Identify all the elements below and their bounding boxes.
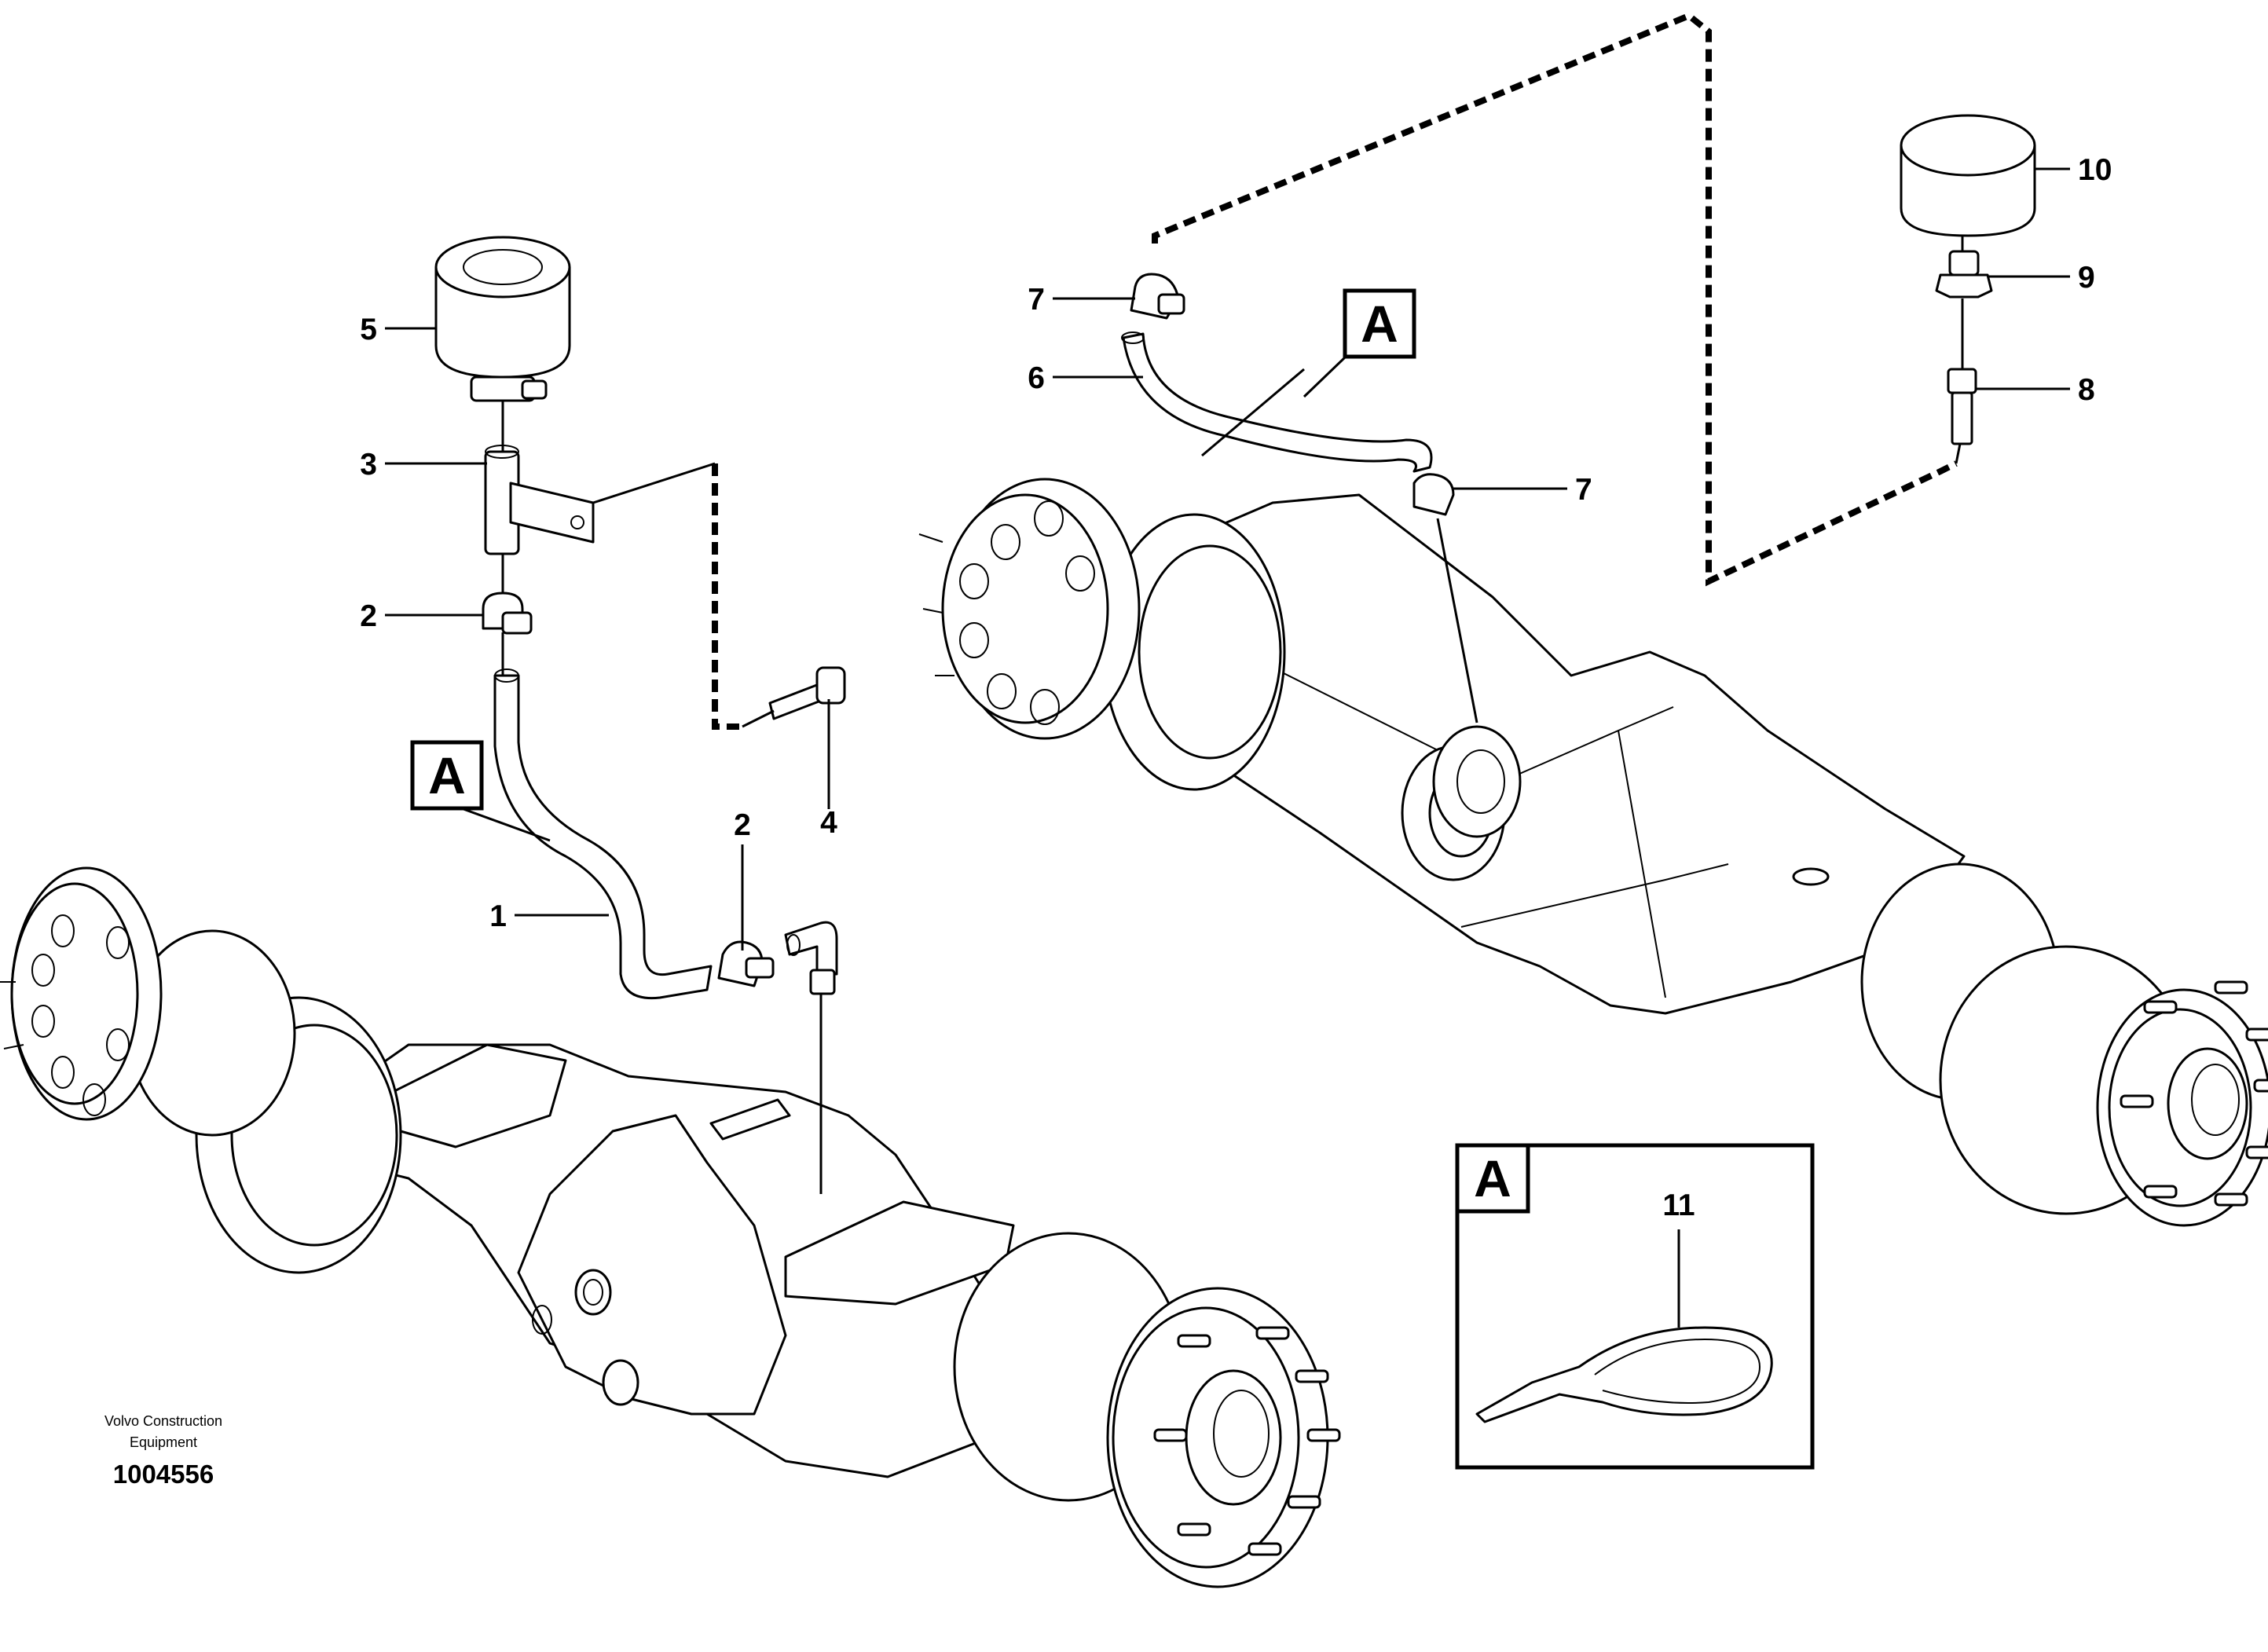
hose-clamp-lower	[717, 940, 775, 987]
brand-line-2: Equipment	[130, 1434, 197, 1450]
breather-tee-fitting	[484, 445, 595, 555]
rear-axle-right-hub	[1860, 863, 2268, 1227]
dashed-link-left	[592, 462, 775, 730]
hose-clamp-right-lower	[1412, 473, 1455, 516]
front-axle-right-hub	[953, 1232, 1341, 1588]
breather-filter-left	[434, 236, 571, 402]
callout-5: 5	[360, 313, 377, 346]
callout-8: 8	[2078, 373, 2095, 407]
dashed-link-right	[819, 12, 1964, 1194]
callout-9: 9	[2078, 261, 2095, 295]
callout-1: 1	[489, 899, 507, 933]
callout-11: 11	[1662, 1189, 1695, 1222]
rear-axle-pinion-flange	[1401, 725, 1522, 881]
callout-leaders	[385, 167, 2070, 951]
front-axle-housing	[328, 1043, 1023, 1478]
callout-6: 6	[1028, 361, 1045, 395]
front-axle-left-hub	[0, 866, 402, 1274]
tag-a-left: A	[410, 740, 551, 842]
wheel-studs	[2120, 980, 2268, 1207]
callout-10: 10	[2078, 153, 2112, 187]
detail-a-label: A	[1474, 1149, 1511, 1207]
breather-hose-right	[1121, 331, 1433, 473]
callout-2-lower: 2	[734, 808, 751, 842]
bolt	[768, 666, 846, 720]
document-number: 1004556	[113, 1460, 214, 1489]
breather-filter-right	[1900, 114, 2036, 237]
rear-axle-left-hub	[918, 478, 1286, 791]
cable-tie	[1475, 1326, 1773, 1423]
svg-text:A: A	[428, 746, 466, 804]
callout-2-upper: 2	[360, 599, 377, 633]
detail-a-inset: A 11	[1455, 1143, 1815, 1470]
svg-text:A: A	[1361, 295, 1398, 353]
wheel-studs	[1153, 1326, 1341, 1556]
title-block: Volvo Construction Equipment 1004556	[104, 1413, 222, 1489]
adapter-fitting	[1935, 250, 1993, 299]
brand-line-1: Volvo Construction	[104, 1413, 222, 1429]
callout-7-upper: 7	[1028, 283, 1045, 317]
hose-clamp-upper	[482, 592, 533, 635]
nipple-fitting	[1947, 368, 1977, 445]
tag-a-right: A	[1303, 288, 1416, 398]
elbow-fitting	[784, 921, 838, 995]
callout-3: 3	[360, 448, 377, 482]
callout-7-lower: 7	[1575, 473, 1592, 507]
rear-axle-housing	[1161, 493, 1966, 1015]
hose-clamp-right-upper	[1130, 273, 1185, 320]
callout-4: 4	[820, 806, 837, 840]
breather-hose-left	[493, 668, 713, 1000]
